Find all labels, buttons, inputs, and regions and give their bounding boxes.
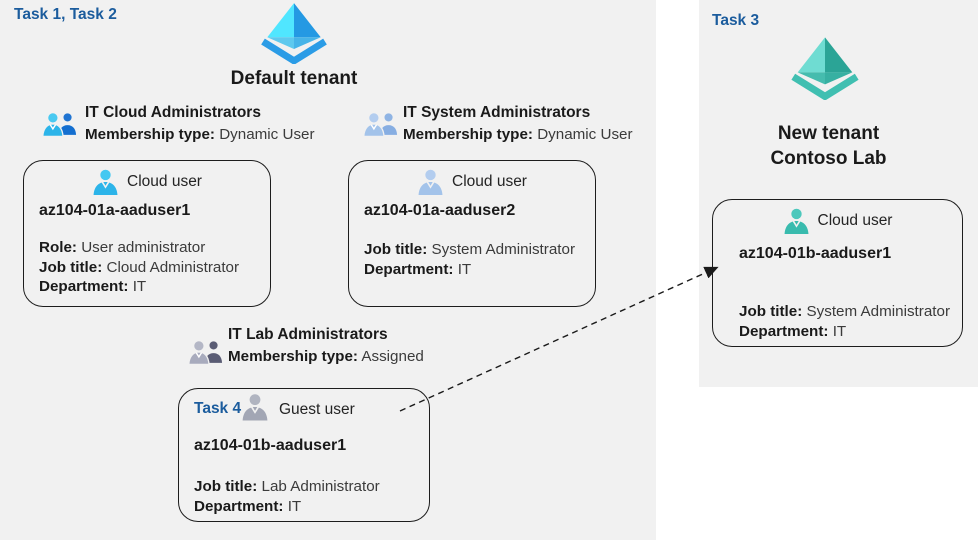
membership-type-line: Membership type: Dynamic User bbox=[403, 126, 633, 143]
user-group-icon-cyan-blue bbox=[42, 109, 77, 141]
user-type-label: Cloud user bbox=[452, 172, 527, 190]
user-fields: Role: User administrator Job title: Clou… bbox=[39, 238, 239, 297]
group-header: IT System Administrators Membership type… bbox=[403, 104, 633, 143]
new-tenant-title-line2: Contoso Lab bbox=[770, 148, 887, 169]
card-header: Cloud user bbox=[24, 166, 270, 197]
user-group-icon-gray bbox=[188, 337, 223, 369]
field-job-title: Job title: System Administrator bbox=[364, 241, 575, 258]
guest-user-card: Task 4 Guest user az104-01b-aaduser1 Job… bbox=[178, 388, 430, 522]
user-name: az104-01a-aaduser1 bbox=[39, 202, 191, 219]
user-type-label: Cloud user bbox=[817, 211, 893, 229]
field-job-title: Job title: System Administrator bbox=[739, 303, 950, 320]
field-department: Department: IT bbox=[739, 322, 847, 340]
user-fields: Job title: System Administrator Departme… bbox=[364, 240, 575, 279]
default-tenant-title: Default tenant bbox=[230, 68, 358, 89]
azure-ad-icon-blue bbox=[257, 2, 331, 64]
new-tenant-cloud-user-card: Cloud user az104-01b-aaduser1 Job title:… bbox=[712, 199, 963, 347]
user-icon-gray bbox=[241, 392, 269, 422]
user-name: az104-01b-aaduser1 bbox=[739, 245, 892, 262]
cloud-user-card-aaduser1: Cloud user az104-01a-aaduser1 Role: User… bbox=[23, 160, 271, 307]
card-header: Cloud user bbox=[713, 205, 962, 236]
group-name: IT Cloud Administrators bbox=[85, 104, 261, 121]
user-name: az104-01b-aaduser1 bbox=[194, 437, 347, 454]
task-1-2-label: Task 1, Task 2 bbox=[14, 6, 117, 23]
field-job-title: Job title: Lab Administrator bbox=[194, 478, 380, 495]
group-name: IT Lab Administrators bbox=[228, 326, 388, 343]
field-role: Role: User administrator bbox=[39, 239, 206, 256]
group-header: IT Cloud Administrators Membership type:… bbox=[85, 104, 315, 143]
user-name: az104-01a-aaduser2 bbox=[364, 202, 516, 219]
cloud-user-card-aaduser2: Cloud user az104-01a-aaduser2 Job title:… bbox=[348, 160, 596, 307]
group-header: IT Lab Administrators Membership type: A… bbox=[228, 326, 424, 365]
field-department: Department: IT bbox=[39, 278, 147, 295]
task-3-label: Task 3 bbox=[712, 12, 760, 29]
new-tenant-title-line1: New tenant bbox=[777, 123, 880, 144]
user-fields: Job title: Lab Administrator Department:… bbox=[194, 477, 380, 516]
membership-type-line: Membership type: Dynamic User bbox=[85, 126, 315, 143]
azure-ad-icon-teal bbox=[790, 36, 860, 100]
field-job-title: Job title: Cloud Administrator bbox=[39, 258, 240, 276]
field-department: Department: IT bbox=[194, 497, 302, 515]
user-icon-lightblue bbox=[417, 168, 444, 196]
field-department: Department: IT bbox=[364, 260, 472, 278]
group-name: IT System Administrators bbox=[403, 104, 591, 121]
membership-type-line: Membership type: Assigned bbox=[228, 348, 424, 365]
card-header: Cloud user bbox=[349, 166, 595, 197]
user-icon-cyan bbox=[92, 168, 119, 196]
user-group-icon-lightblue bbox=[363, 109, 398, 141]
task-4-label: Task 4 bbox=[194, 400, 242, 417]
user-icon-teal bbox=[783, 207, 810, 235]
user-type-label: Guest user bbox=[279, 401, 355, 418]
user-type-label: Cloud user bbox=[127, 172, 202, 190]
user-fields: Job title: System Administrator Departme… bbox=[739, 302, 950, 341]
